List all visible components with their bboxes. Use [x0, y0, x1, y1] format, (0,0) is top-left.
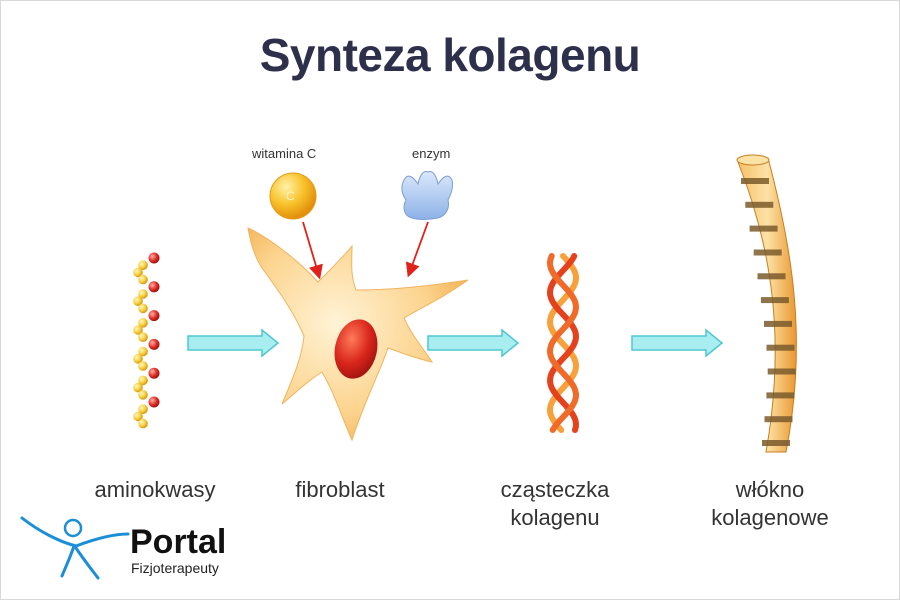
fiber-band — [762, 440, 790, 446]
amino-acid-bead — [148, 367, 160, 379]
amino-acid-bead — [138, 289, 148, 299]
logo-figure-icon — [20, 516, 130, 580]
amino-acid-bead — [138, 390, 148, 400]
flow-arrow-1 — [187, 328, 280, 358]
collagen-molecule — [546, 253, 580, 433]
amino-acid-bead — [138, 318, 148, 328]
vitamin-c-label: witamina C — [252, 146, 317, 161]
amino-acid-bead — [133, 325, 143, 335]
vitamin-pointer-arrow — [302, 221, 323, 280]
fiber-band — [745, 201, 774, 208]
amino-acid-bead — [133, 296, 143, 307]
amino-acid-bead — [148, 396, 160, 408]
flow-arrow-3 — [631, 328, 724, 358]
amino-acid-bead — [133, 382, 143, 393]
fiber-band — [766, 344, 795, 351]
logo-subtitle: Fizjoterapeuty — [131, 560, 219, 576]
helix-strand — [546, 253, 580, 433]
stage-label-collagen-fiber: włókno kolagenowe — [711, 477, 829, 530]
stage-label-collagen-molecule: cząsteczka kolagenu — [500, 477, 610, 530]
amino-acid-bead — [133, 354, 143, 364]
amino-acid-bead — [148, 281, 160, 293]
fiber-band — [757, 273, 786, 280]
page-title: Synteza kolagenu — [259, 29, 641, 81]
amino-acid-bead — [138, 418, 148, 429]
enzyme-pointer-arrow — [405, 221, 429, 278]
fiber-band — [760, 297, 789, 304]
amino-acid-bead — [133, 411, 143, 422]
enzyme-label: enzym — [412, 146, 451, 161]
amino-acid-bead — [138, 332, 148, 343]
vitamin-c-icon — [269, 172, 317, 220]
nucleus — [334, 319, 378, 379]
amino-acid-bead — [138, 274, 148, 285]
amino-acid-bead — [138, 303, 148, 314]
amino-acid-bead — [138, 375, 148, 386]
fiber-band — [767, 368, 796, 375]
amino-acid-bead — [148, 310, 160, 322]
flow-arrow-2 — [427, 328, 520, 358]
fiber-band — [764, 320, 792, 327]
helix-strand — [546, 253, 580, 433]
fiber-band — [753, 249, 782, 256]
fiber-band — [741, 178, 769, 184]
stage-label-fibroblast: fibroblast — [295, 477, 385, 502]
amino-acid-bead — [138, 260, 148, 271]
amino-acid-bead — [148, 252, 160, 264]
amino-acid-bead — [138, 346, 148, 357]
fiber-band — [749, 225, 778, 232]
amino-acid-bead — [148, 338, 160, 350]
amino-acid-bead — [133, 267, 143, 278]
fiber-band — [766, 392, 795, 399]
helix-strand — [546, 253, 580, 433]
fiber-band — [764, 416, 793, 423]
logo-name: Portal — [130, 523, 227, 561]
vitamin-c-symbol: C — [286, 189, 295, 203]
enzyme-icon — [401, 171, 453, 220]
amino-acid-bead — [138, 404, 148, 415]
stage-label-amino-acids: aminokwasy — [94, 477, 216, 502]
amino-acid-bead — [138, 361, 148, 371]
amino-acid-chain — [133, 252, 160, 429]
collagen-fiber — [736, 154, 797, 453]
